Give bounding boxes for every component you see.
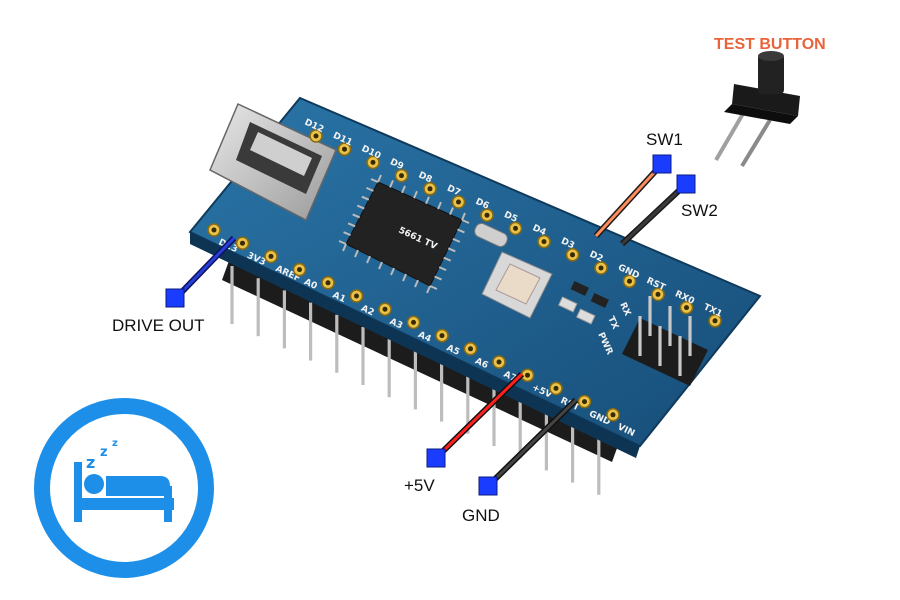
bed-icon	[74, 462, 174, 522]
terminal-markers	[165, 154, 696, 496]
wires	[173, 161, 689, 489]
marker-sw1	[652, 154, 672, 174]
sw1-label: SW1	[646, 130, 683, 149]
pin-pad: D3	[559, 236, 580, 262]
pin-pad: D4	[531, 223, 551, 249]
pin-pad: 3V3	[235, 236, 267, 268]
test-button-component	[714, 51, 800, 168]
crystal-oscillator	[474, 222, 508, 248]
zzz-text: z	[112, 438, 118, 449]
zzz-text: z	[86, 453, 95, 472]
drive-out-label: DRIVE OUT	[112, 316, 205, 335]
gnd-label: GND	[462, 506, 500, 525]
marker-sw2	[676, 174, 696, 194]
wire-sw2-core	[620, 182, 688, 246]
sw2-label: SW2	[681, 201, 718, 220]
test-button-label: TEST BUTTON	[714, 36, 826, 53]
wire-drive-out-core	[174, 236, 236, 300]
plus5v-label: +5V	[404, 476, 435, 495]
usb-connector	[209, 102, 337, 222]
board-edge	[190, 232, 640, 458]
marker-drive-out	[165, 288, 185, 308]
reset-button	[481, 251, 553, 319]
zzz-text: z	[100, 445, 108, 460]
microcontroller-chip: 5661 TV	[338, 174, 470, 294]
sleep-mode-icon: z z z	[34, 398, 214, 578]
status-leds	[557, 280, 609, 325]
marker-gnd	[478, 476, 498, 496]
wire-5v-core	[434, 372, 524, 460]
wire-gnd-core	[486, 398, 578, 488]
wire-sw1-core	[594, 162, 664, 238]
pin-pad: A4	[406, 315, 432, 345]
marker-5v	[426, 448, 446, 468]
icsp-header	[622, 296, 708, 386]
